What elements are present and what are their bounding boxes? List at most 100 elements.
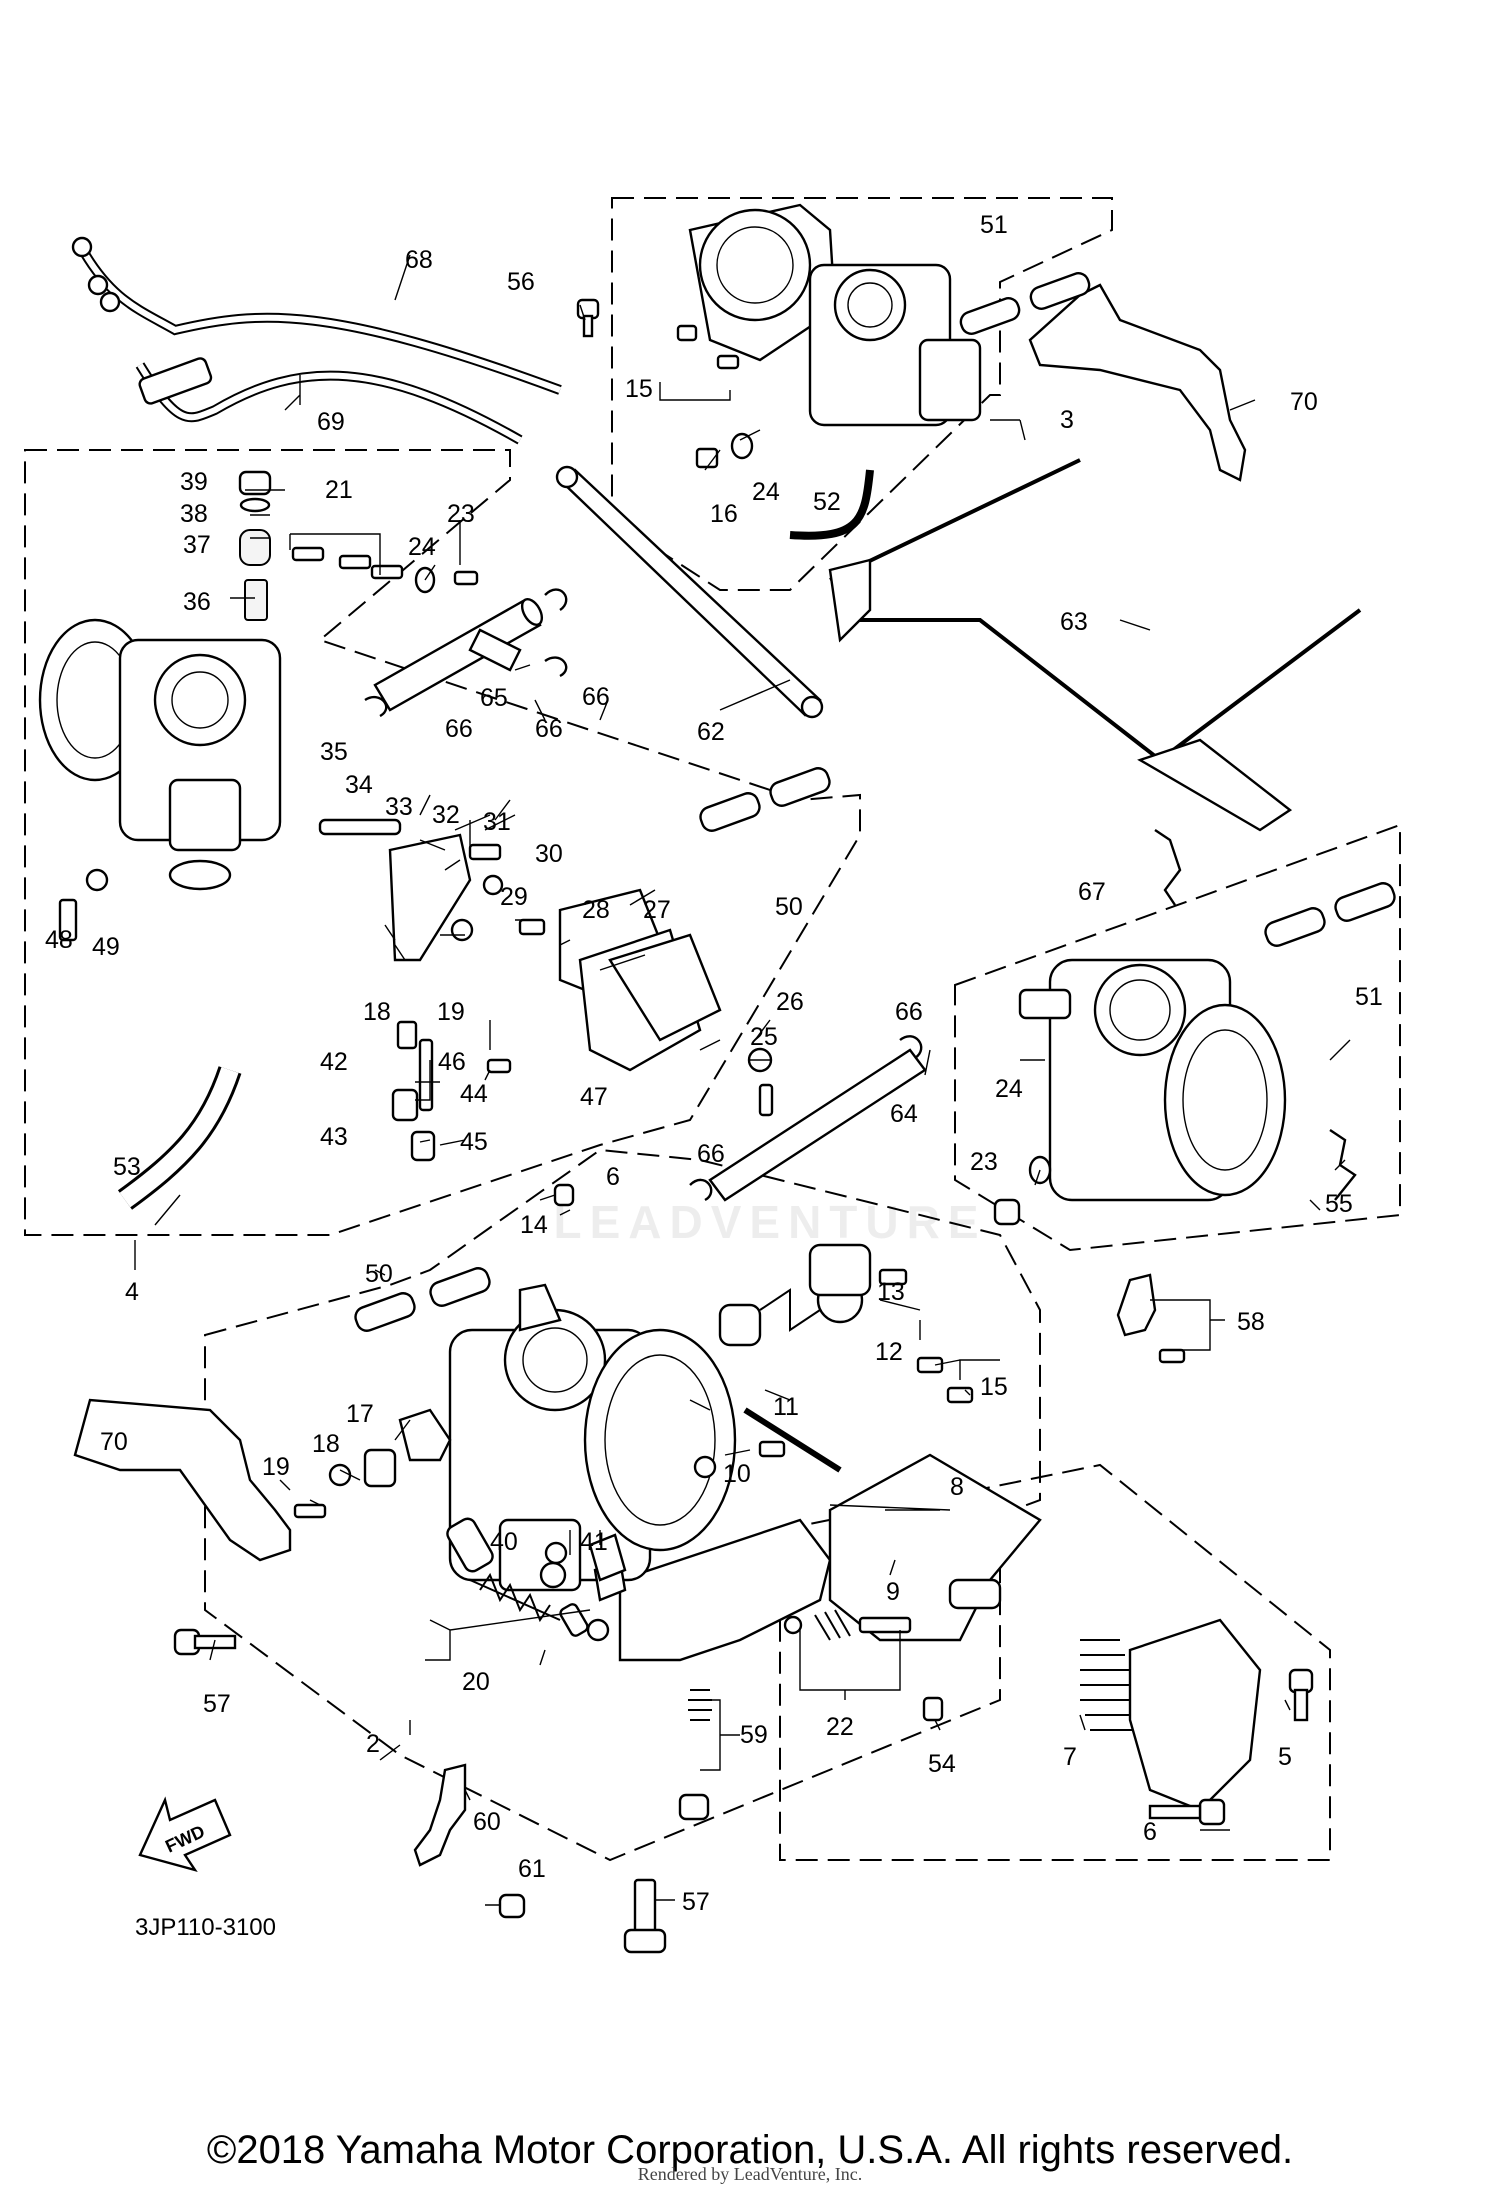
callout-20: 20 xyxy=(462,1668,490,1696)
callout-57a: 57 xyxy=(203,1690,231,1718)
throttle-cables xyxy=(71,236,562,445)
callout-19b: 19 xyxy=(262,1453,290,1481)
callout-3: 3 xyxy=(1060,406,1074,434)
callout-34: 34 xyxy=(345,771,373,799)
bracket-70-upper xyxy=(1028,283,1247,482)
callout-9: 9 xyxy=(886,1578,900,1606)
callout-30: 30 xyxy=(535,840,563,868)
callout-68: 68 xyxy=(405,246,433,274)
callout-42: 42 xyxy=(320,1048,348,1076)
bracket-70-lower xyxy=(73,1398,292,1562)
callout-22: 22 xyxy=(826,1713,854,1741)
callout-11: 11 xyxy=(773,1393,799,1421)
callout-51b: 51 xyxy=(1355,983,1383,1011)
callout-38: 38 xyxy=(180,500,208,528)
callout-24c: 24 xyxy=(995,1075,1023,1103)
callout-36: 36 xyxy=(183,588,211,616)
callout-64: 64 xyxy=(890,1100,918,1128)
fwd-arrow: FWD xyxy=(138,1796,232,1873)
callout-53: 53 xyxy=(113,1153,141,1181)
callout-2: 2 xyxy=(366,1730,380,1758)
callout-27: 27 xyxy=(643,896,671,924)
callout-66c: 66 xyxy=(535,715,563,743)
callout-69: 69 xyxy=(317,408,345,436)
callout-16: 16 xyxy=(710,500,738,528)
callout-66b: 66 xyxy=(445,715,473,743)
callout-57b: 57 xyxy=(682,1888,710,1916)
callout-50b: 50 xyxy=(365,1260,393,1288)
copyright-notice: ©2018 Yamaha Motor Corporation, U.S.A. A… xyxy=(206,2128,1294,2172)
callout-33: 33 xyxy=(385,793,413,821)
drain-hose-52 xyxy=(789,469,874,540)
callout-13: 13 xyxy=(877,1278,905,1306)
callout-39: 39 xyxy=(180,468,208,496)
callout-29: 29 xyxy=(500,883,528,911)
boundary-assembly-2 xyxy=(204,1148,1041,1862)
callout-41: 41 xyxy=(580,1528,608,1556)
callout-10: 10 xyxy=(723,1460,751,1488)
callout-66e: 66 xyxy=(697,1140,725,1168)
pipe-64 xyxy=(708,1048,927,1202)
callout-63: 63 xyxy=(1060,608,1088,636)
callout-48: 48 xyxy=(45,926,73,954)
callout-58: 58 xyxy=(1237,1308,1265,1336)
boundary-assembly-air-filter xyxy=(779,1463,1331,1861)
callout-32: 32 xyxy=(432,801,460,829)
callout-55: 55 xyxy=(1325,1190,1353,1218)
callout-51a: 51 xyxy=(980,211,1008,239)
callout-31: 31 xyxy=(483,808,511,836)
callout-47: 47 xyxy=(580,1083,608,1111)
callout-43: 43 xyxy=(320,1123,348,1151)
callout-4: 4 xyxy=(125,1278,139,1306)
callout-66d: 66 xyxy=(895,998,923,1026)
callout-50a: 50 xyxy=(775,893,803,921)
carburetor-assembly-3-body xyxy=(688,203,982,427)
callout-65: 65 xyxy=(480,684,508,712)
callout-8: 8 xyxy=(950,1473,964,1501)
callout-35: 35 xyxy=(320,738,348,766)
callout-54: 54 xyxy=(928,1750,956,1778)
rendered-by-notice: Rendered by LeadVenture, Inc. xyxy=(637,2164,863,2184)
fwd-arrow-icon xyxy=(138,1796,232,1873)
callout-46: 46 xyxy=(438,1048,466,1076)
callout-6b: 6 xyxy=(1143,1818,1157,1846)
callout-25: 25 xyxy=(750,1023,778,1051)
callout-24b: 24 xyxy=(752,478,780,506)
link-rod-62 xyxy=(558,468,822,717)
throttle-rod-63 xyxy=(829,458,1362,763)
callout-19a: 19 xyxy=(437,998,465,1026)
callout-23a: 23 xyxy=(447,500,475,528)
callout-7: 7 xyxy=(1063,1743,1077,1771)
callout-26: 26 xyxy=(776,988,804,1016)
callout-56: 56 xyxy=(507,268,535,296)
brackets xyxy=(73,283,1247,1867)
small-parts xyxy=(58,272,1396,1954)
callout-45: 45 xyxy=(460,1128,488,1156)
callout-70a: 70 xyxy=(1290,388,1318,416)
callout-44: 44 xyxy=(460,1080,488,1108)
callout-67: 67 xyxy=(1078,878,1106,906)
callout-59: 59 xyxy=(740,1721,768,1749)
callout-6a: 6 xyxy=(606,1163,620,1191)
callout-49: 49 xyxy=(92,933,120,961)
callout-15b: 15 xyxy=(980,1373,1008,1401)
callout-17: 17 xyxy=(346,1400,374,1428)
callout-14: 14 xyxy=(520,1211,548,1239)
callout-23b: 23 xyxy=(970,1148,998,1176)
callout-15a: 15 xyxy=(625,375,653,403)
watermark: LEADVENTURE xyxy=(553,1196,987,1248)
callout-labels: 2 3 4 5 6 6 7 8 9 10 11 12 13 14 15 15 1… xyxy=(45,211,1383,1916)
callout-21: 21 xyxy=(325,476,353,504)
callout-40: 40 xyxy=(490,1528,518,1556)
choke-bracket-60 xyxy=(413,1763,467,1867)
callout-70b: 70 xyxy=(100,1428,128,1456)
callout-62: 62 xyxy=(697,718,725,746)
callout-37: 37 xyxy=(183,531,211,559)
boundary-assembly-4 xyxy=(24,449,861,1236)
carburetor-right-body xyxy=(1018,958,1287,1202)
callout-61: 61 xyxy=(518,1855,546,1883)
assembly-boundaries xyxy=(24,197,1401,1862)
diagram-code: 3JP110-3100 xyxy=(135,1914,276,1941)
cable-end-1 xyxy=(71,236,93,258)
air-filter-base-plate xyxy=(618,1518,832,1662)
